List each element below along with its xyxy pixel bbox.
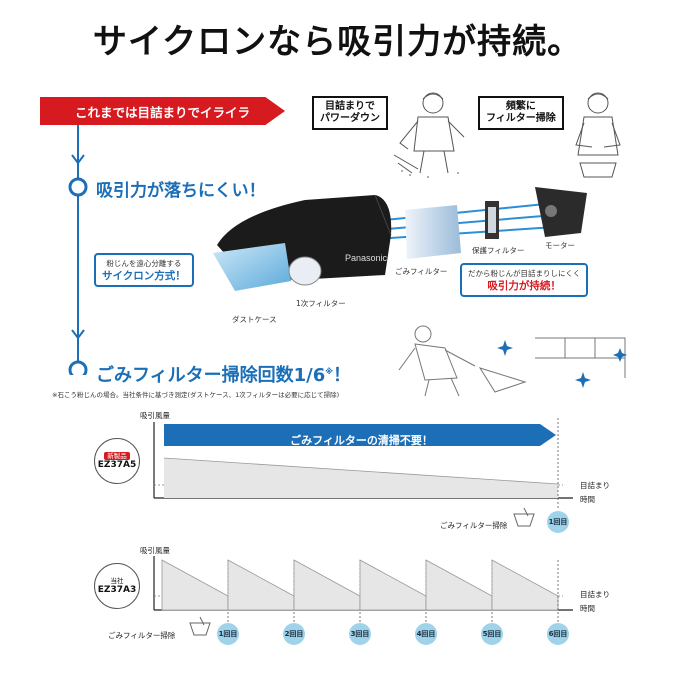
brand-logo: Panasonic	[345, 253, 388, 263]
chart1-airflow-area	[164, 458, 558, 498]
label-protective-filter: 保護フィルター	[472, 246, 525, 255]
cyclone-box-line1: 粉じんを遠心分離する	[106, 259, 182, 268]
chart1-clog-label: 目詰まり	[580, 481, 610, 490]
callout-clog: 目詰まりで パワーダウン	[312, 96, 388, 130]
dust-filter-shape	[405, 205, 461, 259]
callout-clog-line2: パワーダウン	[320, 113, 380, 124]
problem-banner: これまでは目詰まりでイライラ	[40, 97, 285, 125]
label-primary-filter: 1次フィルター	[296, 299, 346, 308]
flow-line	[68, 125, 88, 375]
chart2-count-3: 3回目	[349, 623, 371, 645]
chart2-cycle-2	[227, 559, 295, 611]
suction-keep-line1: だから粉じんが目詰まりしにくく	[468, 269, 581, 278]
heading-filter-cleaning-end: ！	[333, 365, 352, 386]
chart2-ylabel: 吸引風量	[140, 546, 170, 555]
label-motor: モーター	[545, 241, 575, 250]
chart1-ylabel: 吸引風量	[140, 411, 170, 420]
heading-filter-cleaning: ごみフィルター掃除回数1/6※！	[96, 361, 351, 387]
chart1-model-code: EZ37A5	[97, 459, 137, 470]
chart1-model-tag: 新製品	[104, 451, 130, 460]
chart2-model-code: EZ37A3	[97, 584, 137, 595]
chart2-model-badge: 当社 EZ37A3	[94, 563, 140, 609]
callout-filter: 頻繁に フィルター掃除	[478, 96, 564, 130]
chart2-cycle-6	[491, 559, 559, 611]
primary-filter-shape	[288, 256, 322, 286]
chart2-clean-label: ごみフィルター掃除	[108, 631, 176, 640]
chart2-plot	[153, 556, 573, 622]
chart2-cleaning-icon	[189, 616, 211, 636]
chart1-arrow-text: ごみフィルターの清掃不要！	[290, 434, 433, 447]
chart2-count-2: 2回目	[283, 623, 305, 645]
chart2-count-5: 5回目	[481, 623, 503, 645]
suction-keep-box: だから粉じんが目詰まりしにくく 吸引力が持続！	[460, 263, 589, 297]
dust-case-shape	[213, 243, 291, 291]
motor-shape	[535, 187, 587, 237]
suction-keep-line2: 吸引力が持続！	[487, 280, 561, 292]
cyclone-box-line2: サイクロン方式！	[102, 270, 186, 282]
chart1-cleaning-icon	[513, 507, 535, 527]
chart2-count-4: 4回目	[415, 623, 437, 645]
clean-worker-illustration	[398, 325, 627, 396]
product-illustration: Panasonic	[213, 187, 587, 291]
chart2-count-1: 1回目	[217, 623, 239, 645]
chart2-cycle-4	[359, 559, 427, 611]
footnote: ※石こう粉じんの場合。当社条件に基づき測定(ダストケース、1次フィルターは必要に…	[52, 391, 340, 399]
chart1-count: 1回目	[547, 511, 569, 533]
chart2-clog-label: 目詰まり	[580, 590, 610, 599]
callout-clog-line1: 目詰まりで	[325, 101, 375, 112]
page-title: サイクロンなら吸引力が持続。	[92, 22, 583, 62]
callout-filter-line1: 頻繁に	[505, 101, 536, 112]
cyclone-box: 粉じんを遠心分離する サイクロン方式！	[94, 253, 194, 287]
chart2-cycle-5	[425, 559, 493, 611]
worker-filter-illustration	[575, 92, 621, 178]
label-dust-case: ダストケース	[232, 315, 277, 324]
label-dust-filter: ごみフィルター	[395, 267, 448, 276]
chart2-model-tag: 当社	[110, 576, 124, 585]
heading-filter-cleaning-text: ごみフィルター掃除回数1/6	[96, 365, 326, 386]
chart2-cycle-1	[161, 559, 229, 611]
worker-clog-illustration	[393, 92, 465, 178]
chart1-time-label: 時間	[580, 495, 595, 504]
chart1-model-badge: 新製品 EZ37A5	[94, 438, 140, 484]
footnote-mark: ※	[325, 367, 334, 376]
step-dot-2	[68, 360, 88, 375]
chart1-arrow	[164, 424, 556, 446]
chart2-count-6: 6回目	[547, 623, 569, 645]
chart2-time-label: 時間	[580, 604, 595, 613]
heading-suction: 吸引力が落ちにくい！	[96, 181, 266, 201]
chart2-cycle-3	[293, 559, 361, 611]
step-dot-1	[68, 177, 88, 197]
chart1-plot	[153, 418, 573, 508]
chart1-clean-label: ごみフィルター掃除	[440, 521, 508, 530]
callout-filter-line2: フィルター掃除	[486, 113, 556, 124]
